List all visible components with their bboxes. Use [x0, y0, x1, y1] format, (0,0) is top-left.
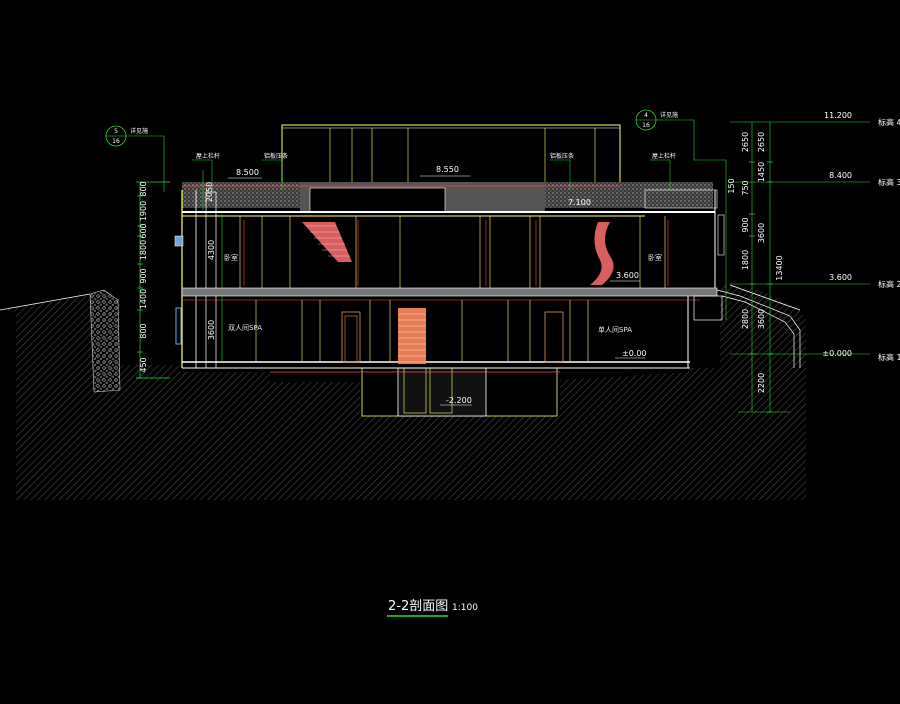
left-dim-1: 1900	[139, 201, 148, 221]
note-flashing-left: 铝板压条	[264, 152, 288, 160]
right-outer-dim-0: 2650	[757, 132, 766, 152]
note-flashing-right: 铝板压条	[550, 152, 574, 160]
drawing-title-scale: 1:100	[452, 603, 478, 613]
right-dimension-labels: 2650 1450 3600 3600 2200 2650 750 900 1800 2800 13…	[727, 132, 784, 413]
right-terrace	[693, 289, 801, 368]
level-marks	[730, 121, 870, 413]
elevation-marks: 8.550 8.500 7.100 3.600 ±0.00 -2.200	[228, 165, 647, 406]
note-railing-left: 屋上栏杆	[196, 152, 220, 160]
basement	[361, 367, 558, 417]
callout-right-label: 详见施	[660, 111, 678, 119]
stair-curved-right	[590, 222, 614, 285]
level-value-2: 3.600	[829, 273, 852, 282]
callout-right: 4 16 详见施	[635, 109, 727, 320]
left-dim-0: 800	[139, 181, 148, 196]
left-dim-4: 900	[139, 268, 148, 283]
elev-basement: -2.200	[446, 396, 472, 405]
drawing-title: 2-2剖面图 1:100	[387, 599, 478, 617]
leader-notes	[192, 159, 671, 190]
right-outer-dim-3: 3600	[757, 309, 766, 329]
retaining-wall	[89, 289, 121, 393]
level-label-2: 标高 2	[878, 279, 900, 289]
left-dim-6: 800	[139, 323, 148, 338]
left-dim-2: 600	[139, 223, 148, 238]
level-label-4: 标高 4	[878, 117, 900, 127]
right-inner-dim-4: 2800	[741, 309, 750, 329]
left-dimension-labels: 800 1900 600 1800 900 1400 800 450	[137, 181, 148, 379]
inner-dim-low: 3600	[207, 320, 216, 340]
elev-floor3: 7.100	[568, 198, 591, 207]
room-spa-left: 双人间SPA	[228, 324, 262, 332]
note-railing-right: 屋上栏杆	[652, 152, 676, 160]
level-value-3: 8.400	[829, 171, 852, 180]
ground-hatch	[0, 284, 806, 500]
inner-dim-top: 2050	[205, 182, 214, 202]
callout-left-num: 5	[114, 128, 118, 135]
level-labels: 11.200 标高 4 8.400 标高 3 3.600 标高 2 ±0.000…	[822, 111, 900, 362]
right-outer-dim-1: 1450	[757, 162, 766, 182]
elev-floor1: ±0.00	[622, 349, 647, 358]
callout-right-den: 16	[642, 122, 650, 129]
callout-left: 5 16 详见施	[105, 125, 165, 192]
right-outer-dim-2: 3600	[757, 223, 766, 243]
inner-dim-mid: 4300	[207, 240, 216, 260]
elev-roof-top: 8.550	[436, 165, 459, 174]
inner-dimension-lines	[202, 170, 223, 362]
stair-lower	[398, 308, 426, 364]
left-dim-3: 1800	[139, 240, 148, 260]
building-section	[174, 124, 725, 373]
elev-floor2: 3.600	[616, 271, 639, 280]
room-bedroom-left: 卧室	[224, 253, 238, 262]
room-labels: 卧室 卧室 双人间SPA 单人间SPA	[224, 253, 662, 334]
right-inner-dim-0: 2650	[741, 132, 750, 152]
right-inner-dim-1: 750	[741, 180, 750, 195]
callout-left-den: 16	[112, 138, 120, 145]
callout-left-label: 详见施	[130, 127, 148, 135]
left-dim-7: 450	[139, 357, 148, 372]
drawing-title-main: 2-2剖面图	[388, 599, 448, 614]
level-value-1: ±0.000	[822, 349, 852, 358]
level-label-1: 标高 1	[878, 352, 900, 362]
callout-right-num: 4	[644, 112, 648, 119]
elev-roof-left: 8.500	[236, 168, 259, 177]
right-inner-dim-2: 900	[741, 217, 750, 232]
room-spa-right: 单人间SPA	[598, 325, 632, 334]
right-inner-dim-3: 1800	[741, 250, 750, 270]
right-top-dim: 150	[727, 178, 736, 193]
room-bedroom-right: 卧室	[648, 253, 662, 262]
right-outer-dim-4: 2200	[757, 373, 766, 393]
level-label-3: 标高 3	[878, 177, 900, 187]
level-value-4: 11.200	[824, 111, 852, 120]
right-total-dim: 13400	[775, 255, 784, 280]
left-dim-5: 1400	[139, 289, 148, 309]
